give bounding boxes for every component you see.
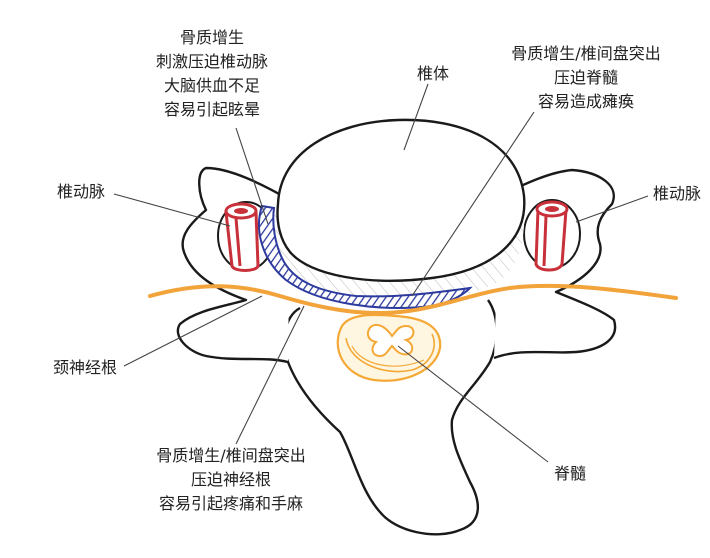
left-vertebral-artery [224,202,260,272]
label-bone-spur-nerve-root: 骨质增生/椎间盘突出 压迫神经根 容易引起疼痛和手麻 [122,444,340,516]
label-line: 刺激压迫椎动脉 [155,52,268,71]
leader-lines [113,83,649,463]
vertebral-body [276,118,526,282]
label-nerve-root: 颈神经根 [40,356,130,380]
label-text: 椎体 [416,64,449,83]
label-bone-spur-spinal-cord: 骨质增生/椎间盘突出 压迫脊髓 容易造成瘫痪 [482,42,690,114]
label-text: 脊髓 [553,464,586,483]
label-line: 大脑供血不足 [163,76,260,95]
label-line: 骨质增生/椎间盘突出 [511,44,661,63]
label-line: 容易造成瘫痪 [537,92,634,111]
label-text: 颈神经根 [52,358,117,377]
right-vertebral-artery [534,200,569,272]
label-vertebral-artery-left: 椎动脉 [50,180,112,204]
label-line: 容易引起疼痛和手麻 [158,494,303,513]
spinal-cord [336,313,442,382]
label-spinal-cord: 脊髓 [548,462,592,486]
label-line: 骨质增生 [179,28,244,47]
vertebral-arch [283,299,498,536]
label-line: 压迫神经根 [190,470,271,489]
compression-zone [258,204,473,309]
label-line: 骨质增生/椎间盘突出 [156,446,306,465]
label-bone-spur-vertebral-artery: 骨质增生 刺激压迫椎动脉 大脑供血不足 容易引起眩晕 [150,26,274,122]
label-vertebral-artery-right: 椎动脉 [648,182,706,206]
nerve-root-line [148,283,678,316]
label-vertebral-body: 椎体 [408,62,458,86]
label-text: 椎动脉 [56,182,105,201]
label-text: 椎动脉 [652,184,701,203]
label-line: 容易引起眩晕 [163,100,260,119]
label-line: 压迫脊髓 [553,68,618,87]
